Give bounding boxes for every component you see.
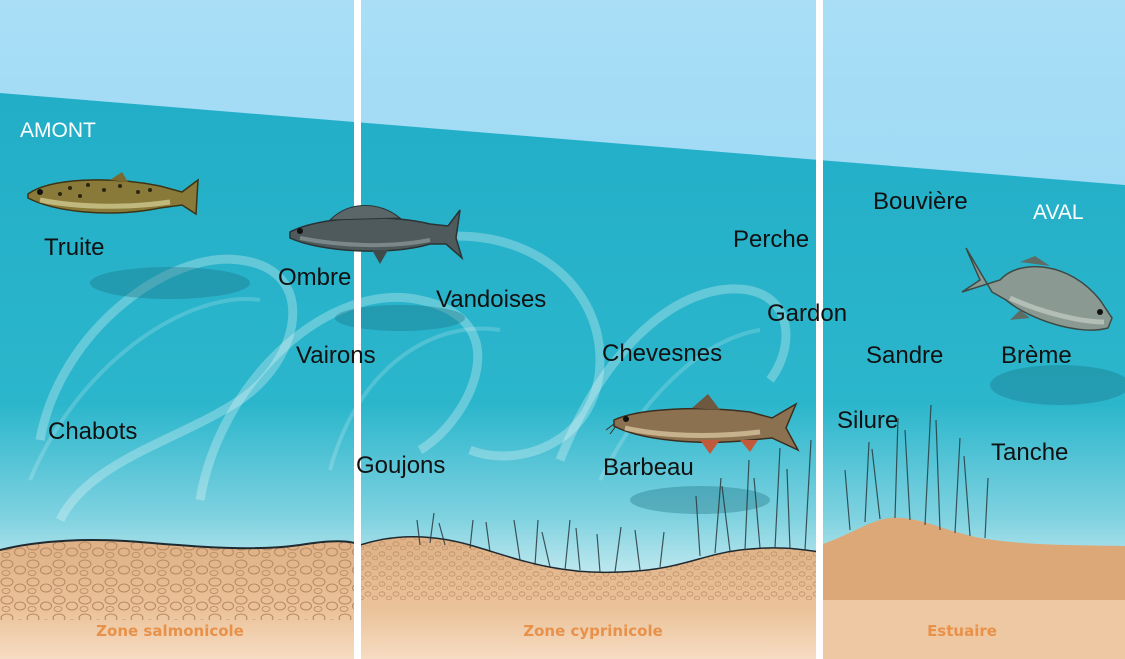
- zone-label-salmonicole: Zone salmonicole: [96, 622, 244, 640]
- species-label-sandre: Sandre: [866, 344, 943, 368]
- upstream-label: AMONT: [20, 120, 96, 141]
- species-label-barbeau: Barbeau: [603, 456, 694, 480]
- species-label-bouviere: Bouvière: [873, 190, 968, 214]
- species-label-breme: Brème: [1001, 344, 1072, 368]
- species-label-gardon: Gardon: [767, 302, 847, 326]
- zone-divider-1: [354, 0, 361, 659]
- zone-label-cyprinicole: Zone cyprinicole: [523, 622, 663, 640]
- species-label-perche: Perche: [733, 228, 809, 252]
- species-label-vairons: Vairons: [296, 344, 376, 368]
- species-label-truite: Truite: [44, 236, 104, 260]
- species-label-chevesnes: Chevesnes: [602, 342, 722, 366]
- species-label-chabots: Chabots: [48, 420, 137, 444]
- zone-divider-2: [816, 0, 823, 659]
- downstream-label: AVAL: [1033, 202, 1084, 223]
- species-label-ombre: Ombre: [278, 266, 351, 290]
- species-label-goujons: Goujons: [356, 454, 445, 478]
- species-label-tanche: Tanche: [991, 441, 1068, 465]
- species-label-silure: Silure: [837, 409, 898, 433]
- species-label-vandoises: Vandoises: [436, 288, 546, 312]
- zone-label-estuaire: Estuaire: [927, 622, 997, 640]
